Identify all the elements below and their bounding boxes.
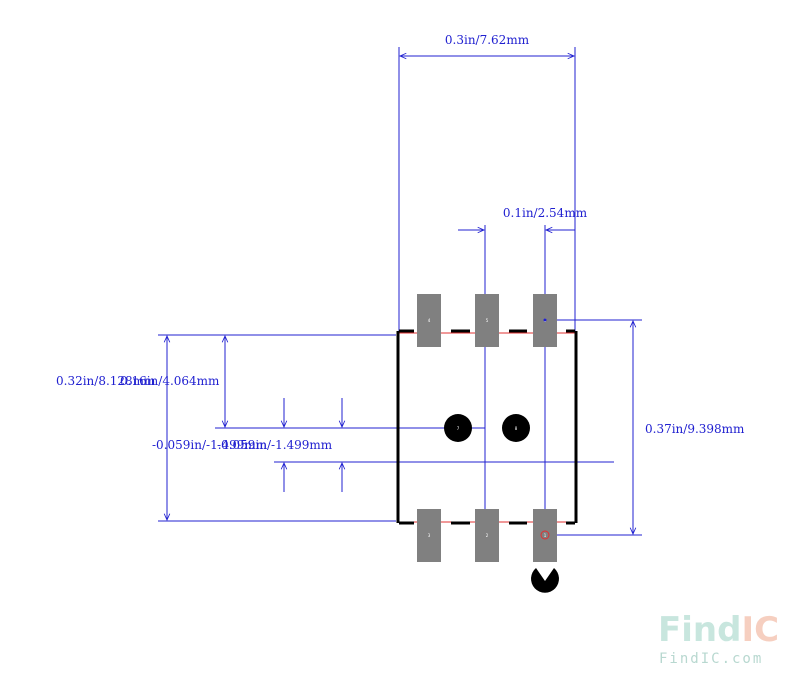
watermark-ic: IC bbox=[741, 610, 779, 650]
svg-text:1: 1 bbox=[544, 533, 547, 538]
watermark-logo: FindIC FindIC.com bbox=[658, 610, 779, 667]
svg-text:FindIC: FindIC bbox=[658, 610, 779, 650]
pad-top-4: 4 bbox=[417, 294, 441, 347]
svg-text:8: 8 bbox=[515, 426, 518, 431]
pad-center-marker bbox=[543, 318, 547, 322]
svg-text:2: 2 bbox=[486, 533, 489, 538]
dimension-right-height-label: 0.37in/9.398mm bbox=[645, 422, 745, 436]
pad-top-5: 5 bbox=[475, 294, 499, 347]
dimension-offset-b-label: -0.059in/-1.499mm bbox=[217, 438, 333, 452]
svg-text:7: 7 bbox=[457, 426, 460, 431]
svg-text:5: 5 bbox=[486, 318, 489, 323]
pad-bottom-3: 3 bbox=[417, 509, 441, 562]
origin-marker bbox=[540, 530, 550, 540]
dimension-offset bbox=[274, 398, 614, 492]
watermark-find: Find bbox=[658, 610, 741, 650]
pad-bottom-1: 1 bbox=[533, 509, 557, 562]
via-7: 7 bbox=[444, 414, 472, 442]
dimension-left-height bbox=[158, 334, 396, 522]
body-outline bbox=[396, 329, 578, 525]
watermark-url: FindIC.com bbox=[659, 651, 763, 667]
dimension-right-height bbox=[545, 319, 642, 536]
pin1-marker-icon bbox=[531, 568, 560, 593]
svg-text:4: 4 bbox=[428, 318, 431, 323]
svg-text:3: 3 bbox=[428, 533, 431, 538]
dimension-pitch bbox=[458, 225, 576, 540]
dimension-top-width bbox=[398, 47, 576, 332]
dimension-left-inner-label: 0.16in/4.064mm bbox=[120, 374, 220, 388]
dimension-offset-a-label: -0.059in/-1.499mm bbox=[152, 438, 268, 452]
dimension-left-inner bbox=[215, 336, 485, 429]
via-8: 8 bbox=[502, 414, 530, 442]
dimension-pitch-label: 0.1in/2.54mm bbox=[503, 206, 588, 220]
dimension-left-height-label: 0.32in/8.128mm bbox=[56, 374, 156, 388]
dimension-top-width-label: 0.3in/7.62mm bbox=[445, 33, 530, 47]
pad-bottom-2: 2 bbox=[475, 509, 499, 562]
